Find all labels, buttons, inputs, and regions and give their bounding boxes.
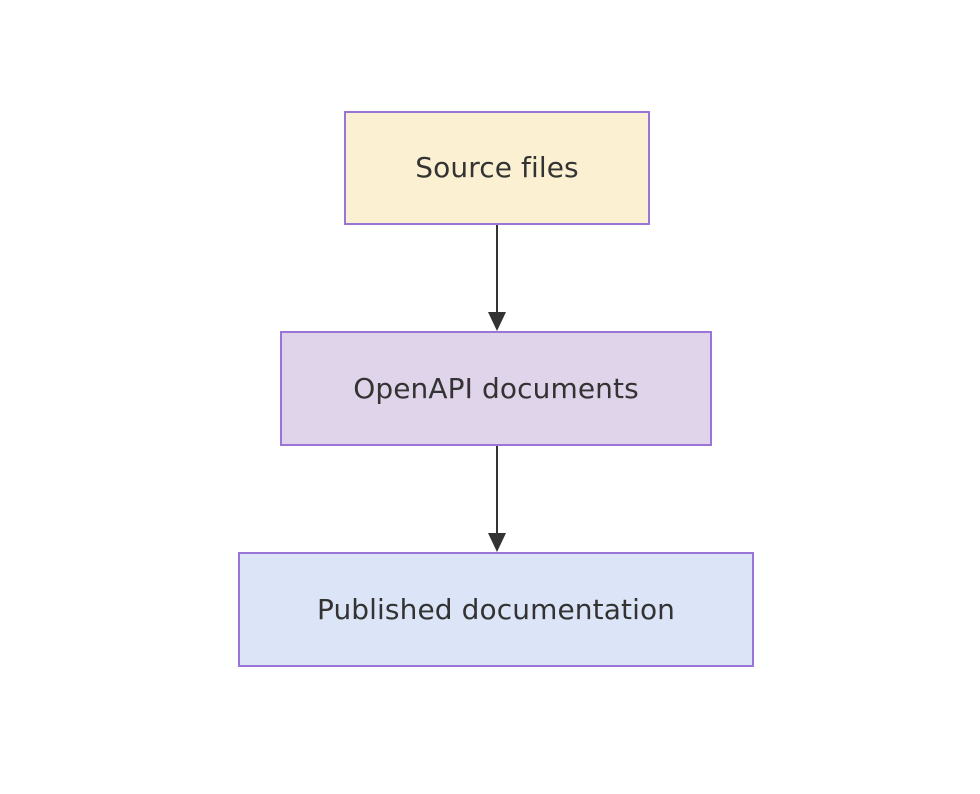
node-openapi-documents-label: OpenAPI documents: [353, 371, 639, 405]
node-openapi-documents[interactable]: OpenAPI documents: [280, 331, 712, 446]
node-source-files-label: Source files: [415, 151, 579, 185]
node-published-documentation[interactable]: Published documentation: [238, 552, 754, 667]
node-published-documentation-label: Published documentation: [316, 592, 676, 626]
arrowhead-icon: [488, 312, 506, 331]
arrowhead-icon: [488, 533, 506, 552]
node-source-files[interactable]: Source files: [344, 111, 650, 225]
